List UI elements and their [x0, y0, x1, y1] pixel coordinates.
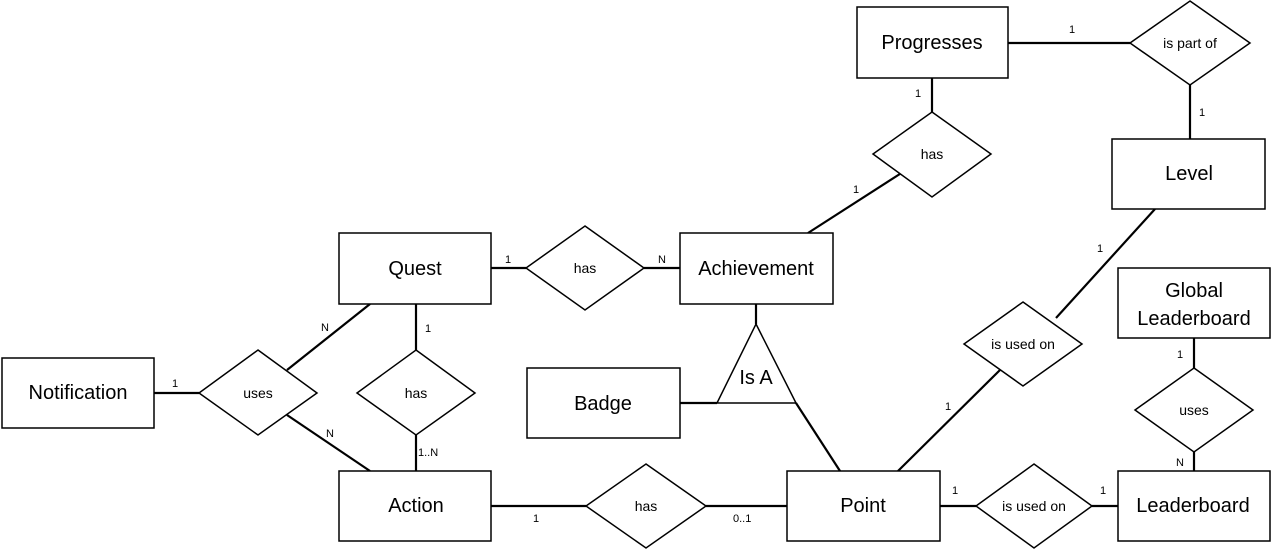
card-progresses-ispartof: 1: [1069, 24, 1075, 36]
line-uses-action: [286, 414, 371, 472]
entity-leaderboard-label: Leaderboard: [1136, 495, 1249, 517]
relationship-quest-achievement-has-label: has: [574, 260, 597, 276]
relationship-uses-leaderboard-label: uses: [1179, 402, 1209, 418]
relationship-is-used-on-leaderboard: is used on: [974, 463, 1094, 549]
entity-action-label: Action: [388, 495, 444, 517]
entity-global-leaderboard: Global Leaderboard: [1117, 267, 1271, 339]
entity-global-leaderboard-label-line1: Global: [1165, 280, 1223, 302]
relationship-uses-notification: uses: [197, 349, 319, 436]
entity-badge-label: Badge: [574, 393, 632, 415]
card-isusedon-leaderboard: 1: [1100, 485, 1106, 497]
line-isa-point: [795, 402, 841, 472]
relationship-progress-has: has: [871, 111, 993, 198]
relationship-action-point-has-label: has: [635, 498, 658, 514]
entity-leaderboard: Leaderboard: [1117, 470, 1271, 542]
card-level-isusedon: 1: [1097, 243, 1103, 255]
entity-action: Action: [338, 470, 492, 542]
card-has-point: 0..1: [733, 513, 751, 525]
relationship-quest-achievement-has: has: [524, 225, 646, 311]
relationship-quest-action-has: has: [355, 349, 477, 436]
relationship-uses-notification-label: uses: [243, 385, 273, 401]
entity-global-leaderboard-label-line2: Leaderboard: [1137, 308, 1250, 330]
entity-point-label: Point: [840, 495, 886, 517]
entity-badge: Badge: [526, 367, 681, 439]
isa-label: Is A: [739, 367, 773, 389]
card-quest-has: 1: [505, 254, 511, 266]
card-uses-leaderboard-n: N: [1176, 457, 1184, 469]
relationship-is-part-of-label: is part of: [1163, 35, 1217, 51]
entity-level: Level: [1111, 138, 1266, 210]
entity-notification-label: Notification: [29, 382, 128, 404]
line-isusedon-point: [897, 369, 1001, 472]
relationship-quest-action-has-label: has: [405, 385, 428, 401]
entity-achievement: Achievement: [679, 232, 834, 305]
line-level-isusedon: [1055, 208, 1156, 319]
relationship-uses-leaderboard: uses: [1133, 367, 1255, 453]
relationship-is-part-of: is part of: [1128, 0, 1252, 86]
relationship-action-point-has: has: [584, 463, 708, 549]
card-has-achievement: 1: [853, 184, 859, 196]
card-global-uses: 1: [1177, 349, 1183, 361]
card-quest-has-action: 1: [425, 323, 431, 335]
cardinality-labels: 1 1 1 1 1 N 1 N 1 1 1 1 N 1..N N 1 1 1 0…: [172, 24, 1205, 525]
card-isusedon-point: 1: [945, 401, 951, 413]
entity-progresses: Progresses: [856, 6, 1009, 79]
card-action-has: 1: [533, 513, 539, 525]
card-has-achievement-n: N: [658, 254, 666, 266]
entity-progresses-label: Progresses: [881, 32, 982, 54]
entity-quest: Quest: [338, 232, 492, 305]
card-has-action-1n: 1..N: [418, 447, 438, 459]
relationship-is-used-on-level: is used on: [962, 301, 1084, 387]
isa-triangle: Is A: [715, 322, 798, 404]
entity-notification: Notification: [1, 357, 155, 429]
entity-level-label: Level: [1165, 163, 1213, 185]
entity-quest-label: Quest: [388, 258, 442, 280]
relationship-progress-has-label: has: [921, 146, 944, 162]
card-progresses-has: 1: [915, 88, 921, 100]
entity-achievement-label: Achievement: [698, 258, 814, 280]
card-point-isusedon: 1: [952, 485, 958, 497]
relationship-is-used-on-level-label: is used on: [991, 336, 1055, 352]
card-uses-action: N: [326, 428, 334, 440]
entity-point: Point: [786, 470, 941, 542]
line-quest-uses: [286, 303, 371, 371]
card-notification-uses: 1: [172, 378, 178, 390]
relationship-is-used-on-leaderboard-label: is used on: [1002, 498, 1066, 514]
card-ispartof-level: 1: [1199, 107, 1205, 119]
card-quest-uses: N: [321, 322, 329, 334]
connector-lines: [154, 41, 1196, 508]
line-has-achievement: [807, 171, 904, 234]
